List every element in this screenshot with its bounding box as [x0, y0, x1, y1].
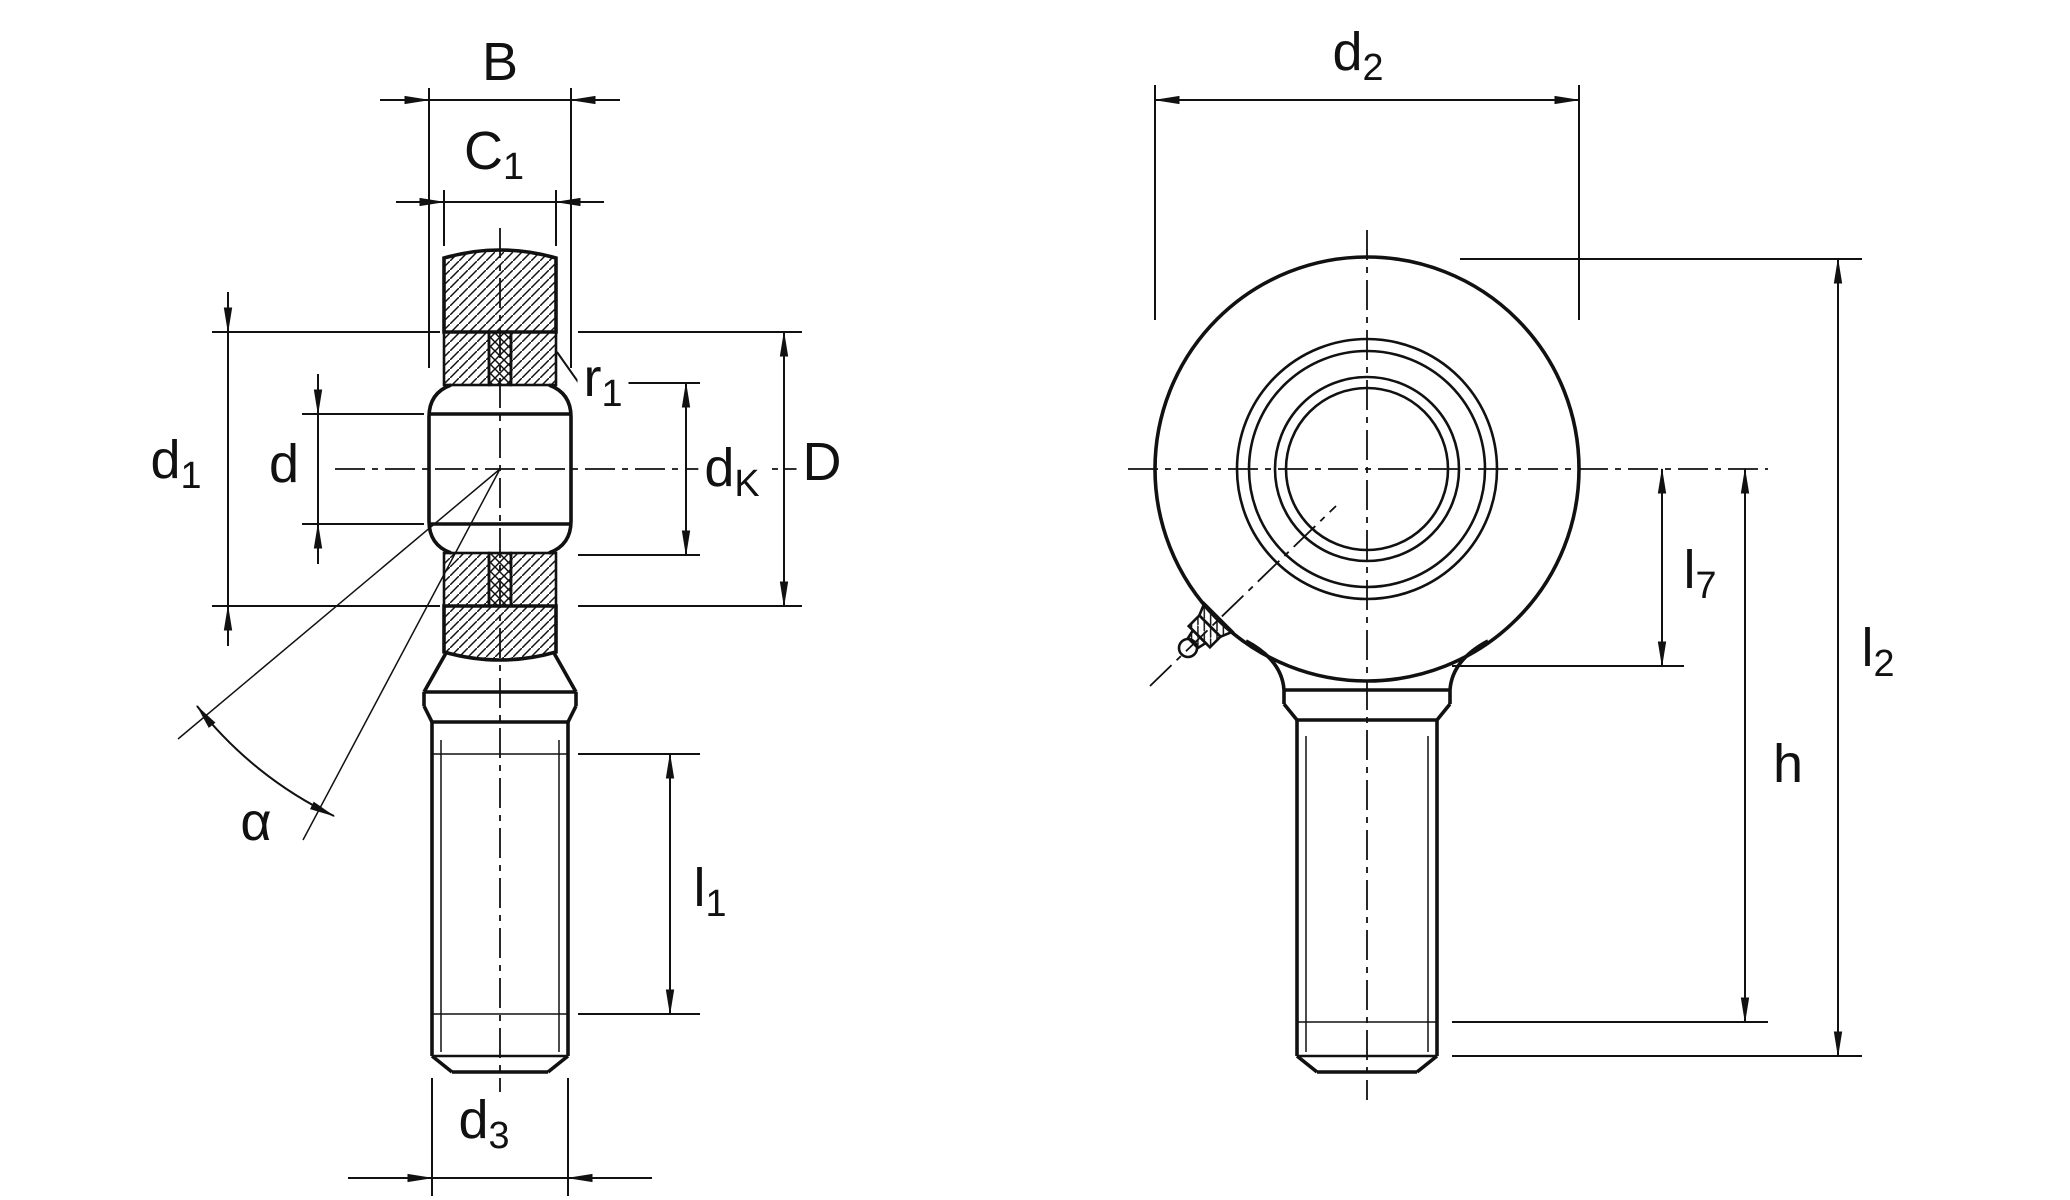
grease-nipple [1177, 601, 1235, 659]
dim-label-l7: l7 [1677, 543, 1723, 605]
dim-label-dk: dK [698, 441, 766, 503]
dim-l7 [1452, 467, 1684, 668]
dim-label-b: B [475, 35, 525, 89]
dim-l2 [1452, 257, 1862, 1058]
left-view-part [422, 248, 578, 1074]
dim-label-d2: d2 [1326, 25, 1390, 87]
dim-label-h: h [1766, 737, 1810, 791]
ball-face-right [548, 383, 573, 555]
dim-label-capd: D [796, 435, 848, 489]
dim-C1 [396, 190, 604, 246]
right-view [1128, 85, 1862, 1100]
dim-d1 [212, 292, 440, 646]
dim-label-alpha: α [234, 795, 278, 849]
dim-d3 [348, 1078, 652, 1196]
dim-label-d3: d3 [452, 1093, 516, 1155]
left-view [177, 88, 845, 1196]
dim-d2 [1153, 85, 1581, 320]
head-outline [1153, 255, 1581, 683]
alpha-angle-indicator [177, 468, 501, 841]
dim-label-l2: l2 [1855, 621, 1901, 683]
housing-top-cap [442, 248, 558, 334]
dim-label-r1: r1 [577, 351, 629, 413]
dim-l1 [578, 752, 700, 1016]
bore-outline [1284, 386, 1450, 552]
housing-bottom-cap [442, 604, 558, 662]
grease-nipple-axis [1149, 505, 1337, 687]
dim-label-c1: C1 [457, 124, 531, 186]
dim-label-l1: l1 [687, 861, 733, 923]
dim-label-d1: d1 [144, 433, 208, 495]
right-view-part [1153, 255, 1581, 1074]
dim-d [302, 374, 424, 564]
dim-label-d: d [262, 437, 306, 491]
lube-slot-bottom [489, 553, 511, 606]
dim-B [380, 88, 620, 368]
lube-slot-top [489, 332, 511, 385]
dim-D [578, 330, 802, 608]
ball-face-left [427, 383, 452, 555]
dim-h [1452, 467, 1768, 1024]
